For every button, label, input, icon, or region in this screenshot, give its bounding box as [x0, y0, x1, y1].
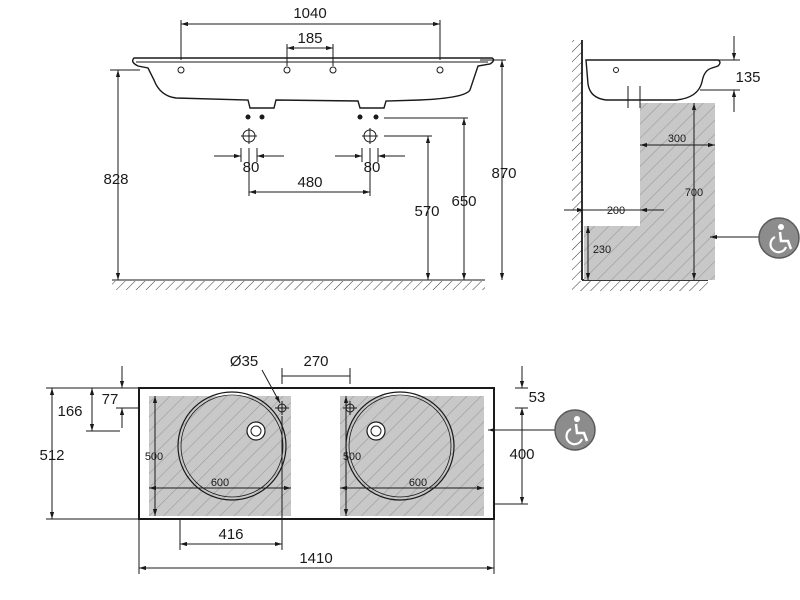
left-bowl-zone: [149, 396, 291, 516]
dim-700: 700: [685, 187, 703, 199]
dim-270: 270: [303, 353, 328, 370]
front-view: 1040 185 80 80 480 828 570 650: [103, 5, 517, 290]
plan-view: Ø35 270 53 400 77 166: [39, 353, 596, 574]
dim-135: 135: [735, 69, 760, 86]
side-view: 135 300 700 200 230: [564, 36, 800, 291]
dim-828: 828: [103, 171, 128, 188]
left-drain-marker: [241, 114, 265, 144]
dim-1410: 1410: [299, 550, 332, 567]
dim-500-right: 500: [343, 451, 361, 463]
dim-tap-hole: Ø35: [230, 353, 258, 370]
dim-600-left: 600: [211, 477, 229, 489]
dim-77: 77: [102, 391, 119, 408]
dim-480: 480: [297, 174, 322, 191]
wheelchair-icon: [758, 217, 800, 259]
dim-53: 53: [529, 389, 546, 406]
wheelchair-icon: [554, 409, 596, 451]
dim-400: 400: [509, 446, 534, 463]
right-bowl-zone: [340, 396, 484, 516]
dim-80-left: 80: [243, 159, 260, 176]
right-drain-marker: [357, 114, 379, 144]
front-basin: [131, 57, 495, 144]
dim-185: 185: [297, 30, 322, 47]
dim-500-left: 500: [145, 451, 163, 463]
dim-230: 230: [593, 244, 611, 256]
dim-600-right: 600: [409, 477, 427, 489]
dim-570: 570: [414, 203, 439, 220]
dim-300: 300: [668, 133, 686, 145]
dim-416: 416: [218, 526, 243, 543]
dim-512: 512: [39, 447, 64, 464]
dim-166: 166: [57, 403, 82, 420]
side-clearance-zone: [584, 103, 715, 280]
dim-200: 200: [607, 205, 625, 217]
left-bowl: [177, 391, 289, 501]
dim-650: 650: [451, 193, 476, 210]
front-floor: [112, 279, 485, 290]
dim-80-right: 80: [364, 159, 381, 176]
dim-1040: 1040: [293, 5, 326, 22]
dim-870: 870: [491, 165, 516, 182]
